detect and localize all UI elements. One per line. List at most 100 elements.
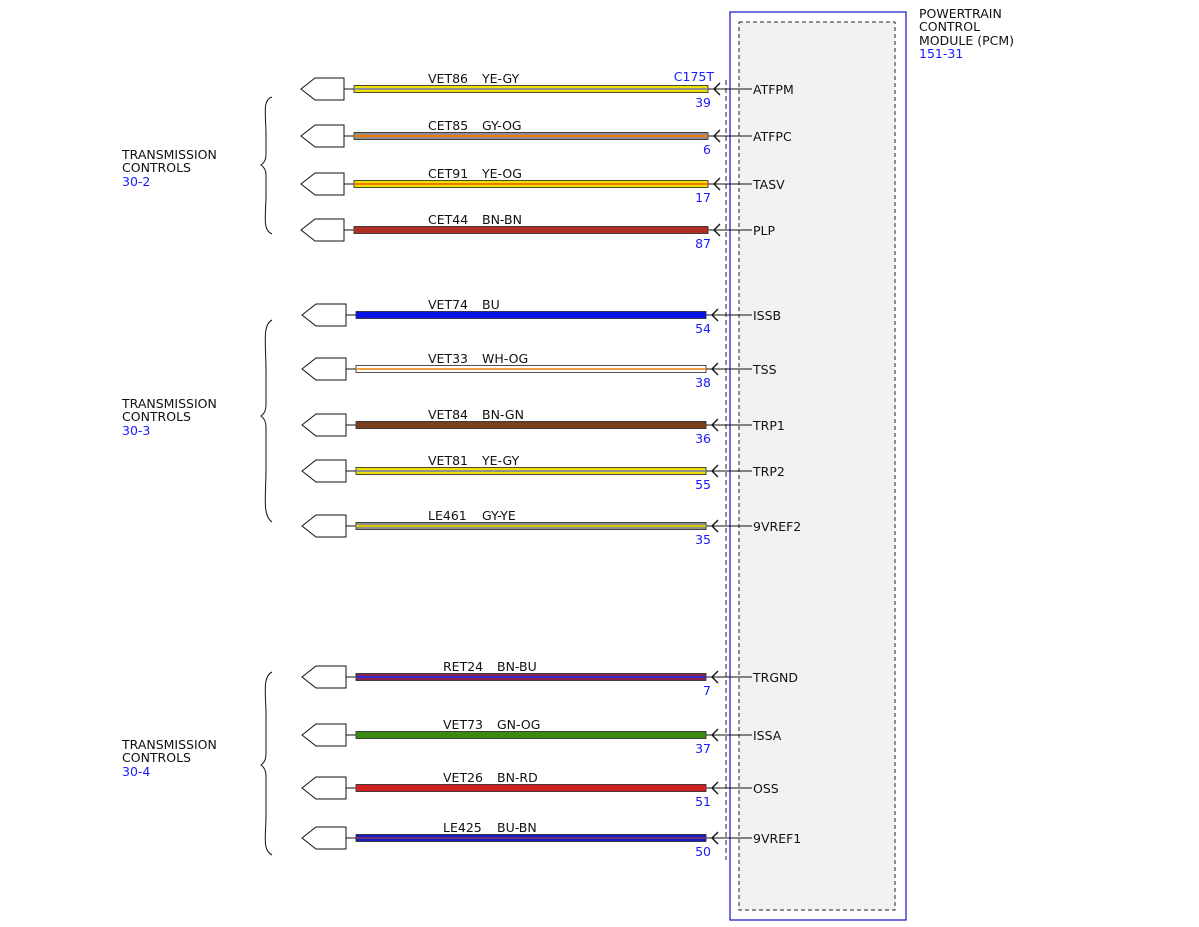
circuit-label: CET91 <box>428 166 468 181</box>
pin-arrow-icon <box>713 82 721 96</box>
circuit-label: CET44 <box>428 212 468 227</box>
pcm-title: POWERTRAIN CONTROL MODULE (PCM) <box>919 6 1014 48</box>
wire-color-label: YE-GY <box>481 71 520 86</box>
pin-arrow-icon <box>711 831 719 845</box>
signal-name: PLP <box>753 223 776 238</box>
signal-name: ISSB <box>753 308 781 323</box>
wire-stripe <box>356 314 706 316</box>
wire-color-label: GN-OG <box>497 717 540 732</box>
wire-stripe <box>356 676 706 678</box>
pin-number: 38 <box>695 375 711 390</box>
connector-tag-icon[interactable] <box>300 77 345 101</box>
wire-color-label: BN-BN <box>482 212 522 227</box>
circuit-label: LE425 <box>443 820 482 835</box>
connector-tag-icon[interactable] <box>301 665 347 689</box>
connector-tag-icon[interactable] <box>300 172 345 196</box>
pin-number: 37 <box>695 741 711 756</box>
wire-color-label: YE-GY <box>481 453 520 468</box>
connector-tag-icon[interactable] <box>301 357 347 381</box>
circuit-label: VET74 <box>428 297 468 312</box>
wire-stripe <box>354 183 708 185</box>
group-ref-link[interactable]: 30-3 <box>122 423 150 438</box>
circuit-label: CET85 <box>428 118 468 133</box>
connector-tag-icon[interactable] <box>301 723 347 747</box>
pcm-module-body <box>738 21 896 911</box>
pin-arrow-icon <box>711 670 719 684</box>
pin-arrow-icon <box>711 464 719 478</box>
circuit-label: VET73 <box>443 717 483 732</box>
wire-color-label: BN-GN <box>482 407 524 422</box>
wire-color-label: BN-RD <box>497 770 538 785</box>
pin-number: 17 <box>695 190 711 205</box>
pin-number: 87 <box>695 236 711 251</box>
wire-stripe <box>354 88 708 90</box>
pin-arrow-icon <box>711 308 719 322</box>
pin-number: 50 <box>695 844 711 859</box>
pin-arrow-icon <box>711 519 719 533</box>
pin-arrow-icon <box>711 362 719 376</box>
signal-name: 9VREF1 <box>753 831 801 846</box>
circuit-label: LE461 <box>428 508 467 523</box>
wire-stripe <box>354 135 708 137</box>
signal-name: TASV <box>752 177 785 192</box>
circuit-label: VET84 <box>428 407 468 422</box>
pcm-module-outline <box>729 11 907 921</box>
pin-number: 55 <box>695 477 711 492</box>
wire-stripe <box>354 229 708 231</box>
pcm-ref-link[interactable]: 151-31 <box>919 46 963 61</box>
wire-color-label: WH-OG <box>482 351 528 366</box>
circuit-label: VET33 <box>428 351 468 366</box>
wire-color-label: BU-BN <box>497 820 537 835</box>
wire-stripe <box>356 525 706 527</box>
circuit-label: VET86 <box>428 71 468 86</box>
pin-number: 7 <box>703 683 711 698</box>
wire-stripe <box>356 368 706 370</box>
group-ref-link[interactable]: 30-4 <box>122 764 150 779</box>
circuit-label: RET24 <box>443 659 483 674</box>
circuit-label: VET81 <box>428 453 468 468</box>
signal-name: OSS <box>753 781 779 796</box>
pin-number: 51 <box>695 794 711 809</box>
connector-tag-icon[interactable] <box>301 826 347 850</box>
pin-arrow-icon <box>711 418 719 432</box>
connector-label: C175T <box>674 69 715 84</box>
pin-arrow-icon <box>713 223 721 237</box>
connector-tag-icon[interactable] <box>301 413 347 437</box>
signal-name: ATFPM <box>753 82 794 97</box>
wire-stripe <box>356 734 706 736</box>
connector-tag-icon[interactable] <box>300 124 345 148</box>
wire-color-label: BU <box>482 297 500 312</box>
wire-row: CET44 BN-BN 87 PLP <box>300 212 776 251</box>
connector-tag-icon[interactable] <box>301 776 347 800</box>
connector-tag-icon[interactable] <box>301 514 347 538</box>
signal-name: TRP2 <box>752 464 785 479</box>
connector-tag-icon[interactable] <box>300 218 345 242</box>
wire-row: LE425 BU-BN 50 9VREF1 <box>301 820 801 859</box>
wire-color-label: YE-OG <box>481 166 522 181</box>
wire-stripe <box>356 837 706 839</box>
pin-number: 39 <box>695 95 711 110</box>
pin-number: 35 <box>695 532 711 547</box>
group-brace <box>260 319 273 523</box>
group-label-transmission-controls: TRANSMISSION CONTROLS <box>121 737 221 765</box>
pin-arrow-icon <box>713 129 721 143</box>
connector-tag-icon[interactable] <box>301 459 347 483</box>
wire-stripe <box>356 424 706 426</box>
signal-name: TRGND <box>752 670 798 685</box>
wire-row: CET91 YE-OG 17 TASV <box>300 166 785 205</box>
wire-color-label: GY-YE <box>482 508 516 523</box>
group-brace <box>260 96 273 235</box>
group-ref-link[interactable]: 30-2 <box>122 174 150 189</box>
wire-stripe <box>356 470 706 472</box>
connector-tag-icon[interactable] <box>301 303 347 327</box>
